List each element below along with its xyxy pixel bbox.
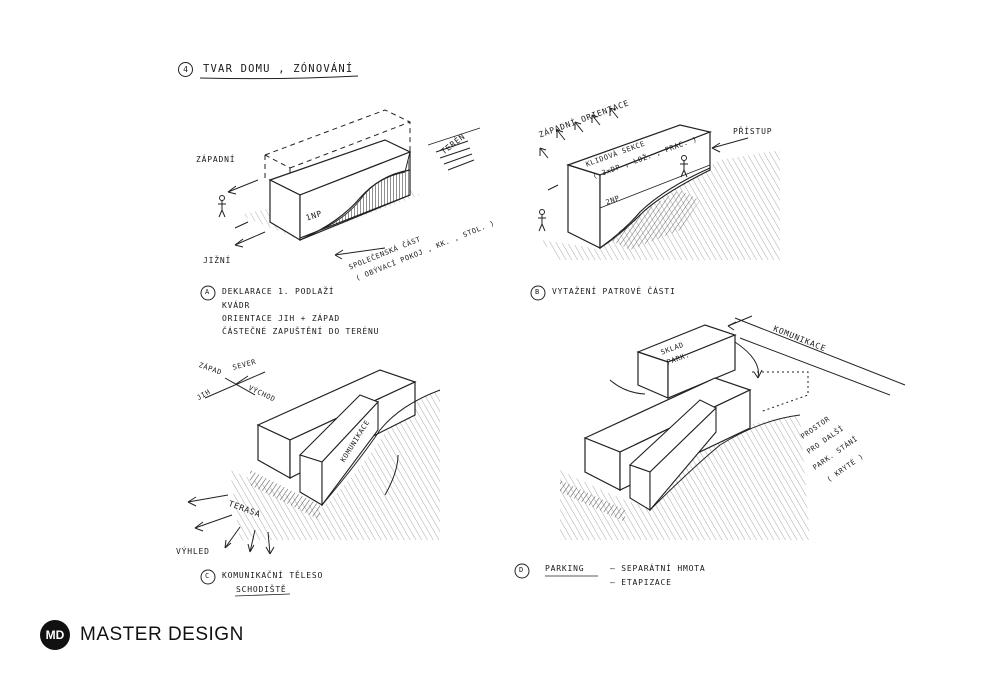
label-a-south: JIŽNÍ — [203, 256, 232, 265]
sketch-d — [514, 315, 906, 579]
label-b-access: PŘÍSTUP — [733, 127, 773, 136]
brand-badge: MD — [40, 620, 70, 650]
caption-c: KOMUNIKAČNÍ TĚLESO — [222, 571, 324, 580]
sheet-title: TVAR DOMU , ZÓNOVÁNÍ — [203, 63, 354, 75]
sketch-c — [187, 369, 441, 597]
marker-d: D — [519, 566, 524, 574]
caption-a-1: DEKLARACE 1. PODLAŽÍ — [222, 287, 335, 296]
brand-name: MASTER DESIGN — [80, 624, 244, 645]
caption-a-2: KVÁDR — [222, 301, 251, 310]
caption-b: VYTAŽENÍ PATROVÉ ČÁSTI — [552, 287, 676, 296]
sheet-number: 4 — [178, 62, 199, 77]
caption-a-3: ORIENTACE JIH + ZÁPAD — [222, 314, 340, 323]
caption-d-2: — ETAPIZACE — [610, 578, 672, 587]
label-a-west: ZÁPADNÍ — [196, 155, 236, 164]
caption-d-word: PARKING — [545, 564, 585, 573]
brand-logo: MD MASTER DESIGN — [40, 620, 244, 650]
sketch-b — [530, 107, 780, 301]
marker-c: C — [205, 572, 210, 580]
caption-a-4: ČÁSTEČNÉ ZAPUŠTĚNÍ DO TERÉNU — [222, 327, 380, 336]
marker-b: B — [535, 288, 540, 296]
caption-d-1: — SEPARÁTNÍ HMOTA — [610, 564, 706, 573]
caption-c-sub: SCHODIŠTĚ — [236, 585, 287, 594]
marker-a: A — [205, 288, 210, 296]
sketch-a — [200, 109, 481, 301]
label-c-view: VÝHLED — [176, 547, 210, 556]
